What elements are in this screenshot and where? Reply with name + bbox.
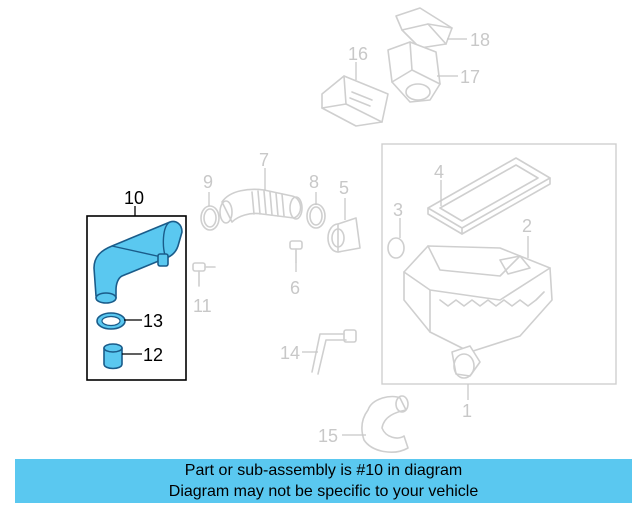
label-6: 6 [290, 278, 300, 298]
label-3: 3 [393, 200, 403, 220]
part-8-drawing [306, 203, 326, 229]
part-4-drawing [427, 157, 551, 235]
part-7-drawing [219, 188, 303, 224]
part-10-frame [86, 215, 187, 381]
label-12: 12 [143, 345, 163, 365]
label-10: 10 [124, 188, 144, 208]
parts-diagram: 18 17 16 4 3 2 1 [86, 7, 617, 453]
label-15: 15 [318, 426, 338, 446]
label-18: 18 [470, 30, 490, 50]
part-18-drawing [395, 7, 453, 49]
label-8: 8 [309, 172, 319, 192]
part-5-drawing [327, 217, 361, 253]
part-13-drawing [96, 312, 126, 330]
part-15-drawing [361, 395, 409, 453]
info-banner: Part or sub-assembly is #10 in diagram D… [15, 459, 632, 503]
label-13: 13 [143, 311, 163, 331]
label-14: 14 [280, 343, 300, 363]
part-14-drawing [311, 329, 357, 375]
part-12-drawing [103, 343, 123, 370]
part-3-drawing [387, 237, 405, 259]
part-1-drawing [403, 245, 553, 379]
label-5: 5 [339, 178, 349, 198]
label-11: 11 [193, 296, 212, 316]
part-11-drawing [192, 262, 216, 287]
label-1: 1 [462, 401, 472, 421]
part-17-drawing [387, 41, 441, 103]
part-16-drawing [321, 75, 389, 127]
label-7: 7 [259, 150, 269, 170]
label-16: 16 [348, 44, 368, 64]
banner-line-2: Diagram may not be specific to your vehi… [168, 483, 479, 500]
label-17: 17 [460, 67, 480, 87]
part-6-drawing [289, 240, 303, 263]
assembly-1-frame [381, 143, 617, 385]
label-4: 4 [434, 162, 444, 182]
label-9: 9 [203, 172, 213, 192]
banner-line-1: Part or sub-assembly is #10 in diagram [184, 462, 463, 479]
part-9-drawing [200, 205, 220, 231]
label-2: 2 [522, 216, 532, 236]
part-10-tube-drawing [93, 220, 183, 304]
